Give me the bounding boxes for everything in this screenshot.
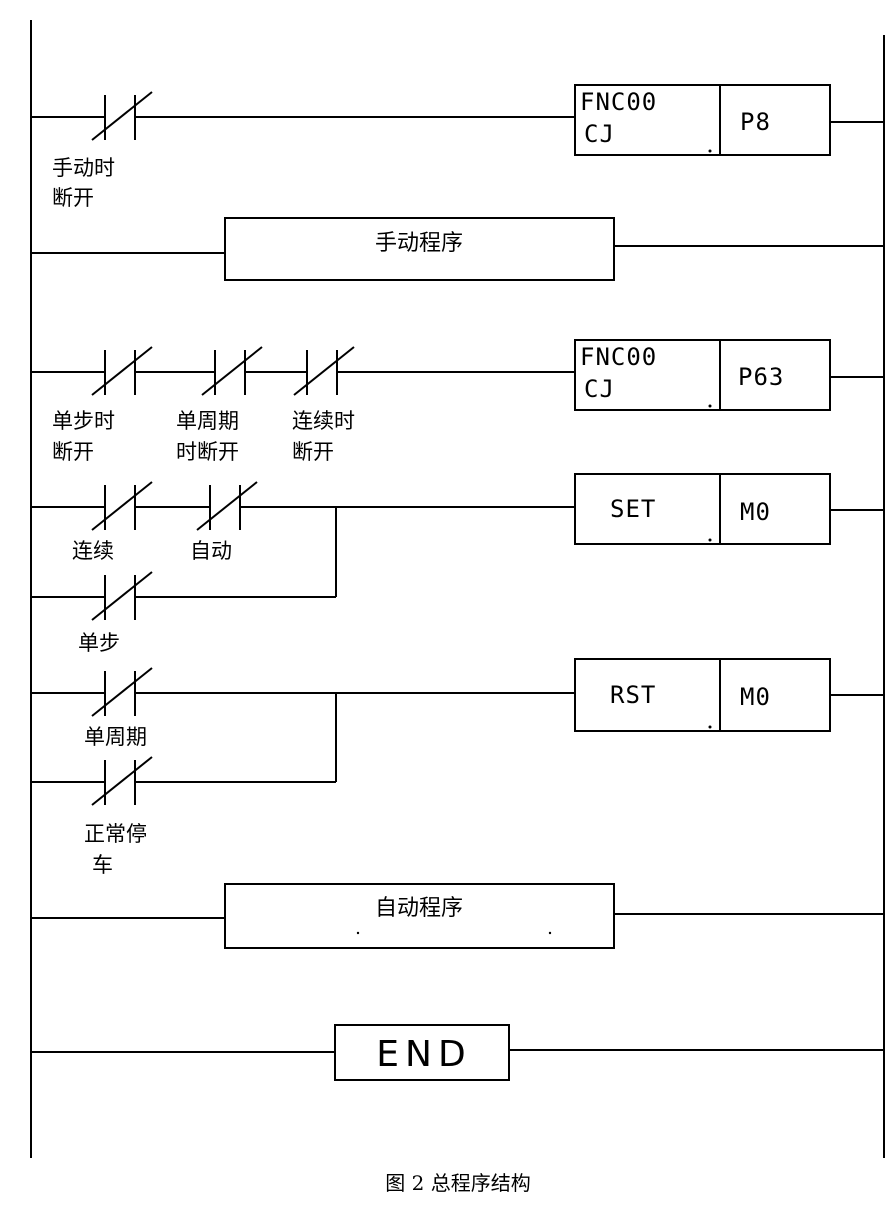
instr-line2: CJ <box>584 375 615 403</box>
set-operand-box <box>719 473 831 545</box>
contact-label: 车 <box>92 853 113 877</box>
block-label: 自动程序 <box>375 896 463 921</box>
contact-label: 正常停 <box>84 822 147 846</box>
contact-label: 时断开 <box>176 440 239 464</box>
contact-label: 自动 <box>190 539 232 563</box>
jump-target: P8 <box>740 108 771 136</box>
set-operand: M0 <box>740 498 771 526</box>
contact-label: 连续时 <box>292 409 355 433</box>
rung-4: SET M0 连续 自动 单步 <box>31 473 884 655</box>
contact-label: 单周期 <box>176 409 239 433</box>
contact-label: 连续 <box>72 539 114 563</box>
set-instruction: SET <box>610 495 656 523</box>
rung-3: FNC00 CJ P63 单步时 断开 单周期 时断开 连续时 断开 <box>31 339 884 464</box>
rung-2: 手动程序 <box>31 217 884 281</box>
rst-operand-box <box>719 658 831 732</box>
auto-program-block <box>224 883 615 949</box>
contact-label: 手动时 <box>52 156 115 180</box>
rung-1: FNC00 CJ P8 手动时 断开 <box>31 84 884 210</box>
jump-target: P63 <box>738 363 784 391</box>
contact-label: 断开 <box>52 440 94 464</box>
jump-operand-box <box>719 339 831 411</box>
end-label: END <box>376 1034 471 1075</box>
rst-instruction: RST <box>610 681 656 709</box>
rst-operand: M0 <box>740 683 771 711</box>
jump-operand-box <box>719 84 831 156</box>
contact-label: 断开 <box>292 440 334 464</box>
instr-line1: FNC00 <box>580 343 657 371</box>
instr-line2: CJ <box>584 120 615 148</box>
contact-label: 单周期 <box>84 725 147 749</box>
instr-line1: FNC00 <box>580 88 657 116</box>
rung-6: 自动程序 <box>31 883 884 949</box>
block-label: 手动程序 <box>375 231 463 256</box>
figure-caption: 图 2 总程序结构 <box>385 1171 530 1195</box>
contact-label: 断开 <box>52 186 94 210</box>
rung-5: RST M0 单周期 正常停 车 <box>31 658 884 877</box>
end-instruction-box <box>334 1024 510 1081</box>
contact-label: 单步 <box>78 631 120 655</box>
contact-label: 单步时 <box>52 409 115 433</box>
rung-7: END <box>31 1024 884 1081</box>
manual-program-block <box>224 217 615 281</box>
